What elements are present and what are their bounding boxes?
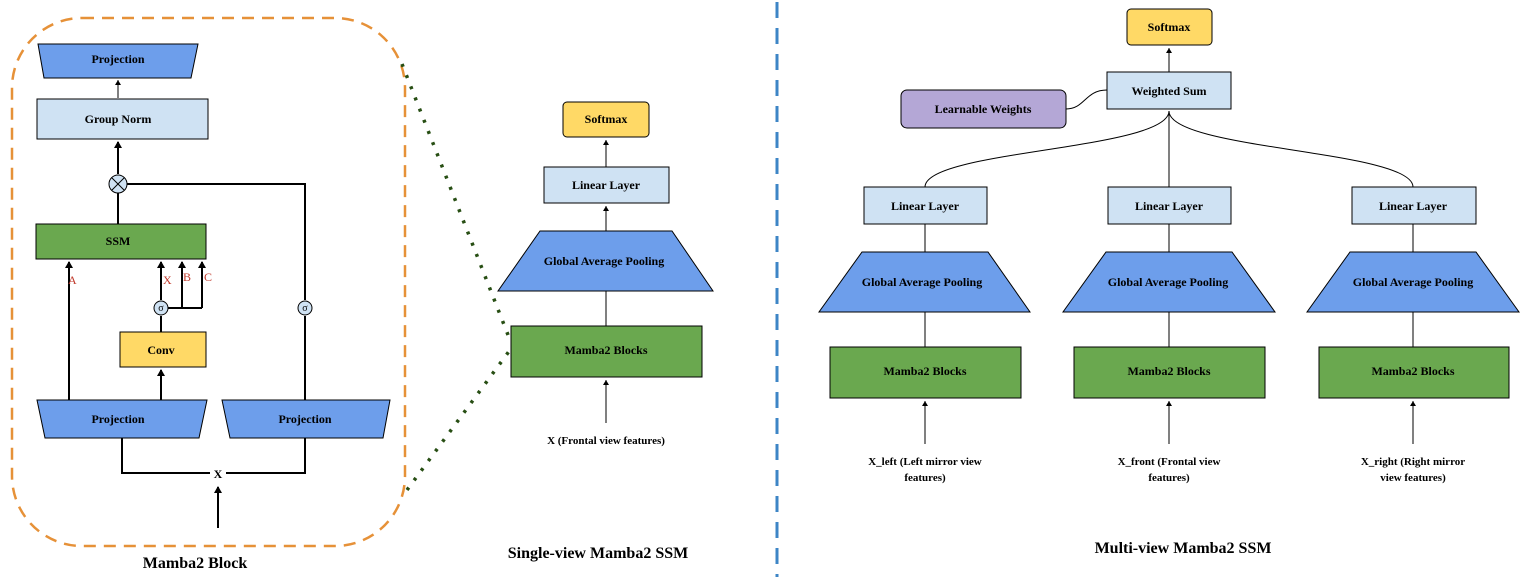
branch-front-gap-shape [1062,251,1276,313]
conv-label: Conv [147,343,174,357]
branch-front-gap-label: Global Average Pooling [1108,275,1228,289]
single-view-title: Single-view Mamba2 SSM [508,545,688,562]
single-mamba2-blocks-label: Mamba2 Blocks [564,343,647,357]
branch-front-blocks-box [1073,346,1266,399]
multi-softmax-box [1126,8,1213,46]
mamba2-block-dashed-frame [10,16,407,548]
branch-right-linear-label: Linear Layer [1379,199,1448,213]
conv-box [119,331,207,368]
projection-left-shape [36,399,208,439]
multiply-icon [108,174,128,194]
line-gate-to-multiply [127,183,306,300]
branch-left-gap-label: Global Average Pooling [862,275,982,289]
branch-left-blocks-label: Mamba2 Blocks [883,364,966,378]
branch-front-input-line2: features) [1148,472,1190,484]
single-linear-label: Linear Layer [572,178,641,192]
projection-right-label: Projection [278,412,331,426]
line-x-to-left-projection [121,438,210,474]
branch-front: Linear Layer Global Average Pooling Mamb… [1062,186,1276,484]
label-a: A [68,273,77,287]
single-gap-shape [497,230,714,292]
branch-left-input-line1: X_left (Left mirror view [868,456,982,468]
branch-right-input-line2: view features) [1380,472,1446,484]
line-learnable-to-sum [1065,89,1108,110]
curve-left-to-sum [924,110,1170,188]
projection-left-label: Projection [91,412,144,426]
branch-right-gap-label: Global Average Pooling [1353,275,1473,289]
sigma-gate-icon: σ [297,300,313,316]
mamba2-block-title: Mamba2 Block [143,555,248,572]
ssm-label: SSM [106,234,131,248]
branch-right-gap-shape [1306,251,1520,313]
branch-right-input-line1: X_right (Right mirror [1361,456,1465,468]
branch-left-linear-box [863,186,988,225]
branch-front-linear-label: Linear Layer [1135,199,1204,213]
single-view-panel: Softmax Linear Layer Global Average Pool… [497,101,714,562]
single-linear-box [543,166,670,204]
input-x-label: X [214,467,223,481]
label-x: X [163,273,172,287]
branch-left-linear-label: Linear Layer [891,199,960,213]
branch-right-linear-box [1351,186,1477,225]
label-c: C [204,270,212,284]
branch-left: Linear Layer Global Average Pooling Mamb… [818,186,1031,484]
svg-text:σ: σ [302,303,308,314]
zoom-line-top [400,63,512,341]
projection-right-shape [221,399,391,439]
projection-top-label: Projection [91,52,144,66]
branch-right-blocks-box [1318,346,1510,399]
group-norm-box [36,98,209,140]
multi-view-title: Multi-view Mamba2 SSM [1095,540,1272,557]
curve-right-to-sum [1168,110,1414,188]
sigma-activation-icon: σ [153,300,169,316]
branch-left-blocks-box [829,346,1022,399]
group-norm-label: Group Norm [85,112,152,126]
line-x-to-right-projection [226,438,306,474]
branch-left-gap-shape [818,251,1031,313]
branch-front-blocks-label: Mamba2 Blocks [1127,364,1210,378]
single-softmax-box [562,101,650,138]
ssm-box [35,223,207,260]
projection-top-shape [37,43,199,79]
weighted-sum-label: Weighted Sum [1131,84,1206,98]
multi-view-panel: Softmax Weighted Sum Learnable Weights L… [818,8,1520,557]
zoom-line-bottom [405,348,512,492]
svg-text:σ: σ [158,303,164,314]
learnable-weights-label: Learnable Weights [935,102,1032,116]
label-b: B [183,270,191,284]
single-softmax-label: Softmax [585,112,628,126]
weighted-sum-box [1106,71,1232,110]
branch-right-blocks-label: Mamba2 Blocks [1371,364,1454,378]
branch-right: Linear Layer Global Average Pooling Mamb… [1306,186,1520,484]
multi-softmax-label: Softmax [1148,20,1191,34]
single-gap-label: Global Average Pooling [544,254,664,268]
branch-front-linear-box [1107,186,1232,225]
branch-front-input-line1: X_front (Frontal view [1118,456,1221,468]
mamba2-block-panel: Projection Group Norm SSM A X B C σ [10,16,407,572]
single-mamba2-blocks-box [510,325,703,378]
single-input-label: X (Frontal view features) [547,435,665,447]
branch-left-input-line2: features) [904,472,946,484]
